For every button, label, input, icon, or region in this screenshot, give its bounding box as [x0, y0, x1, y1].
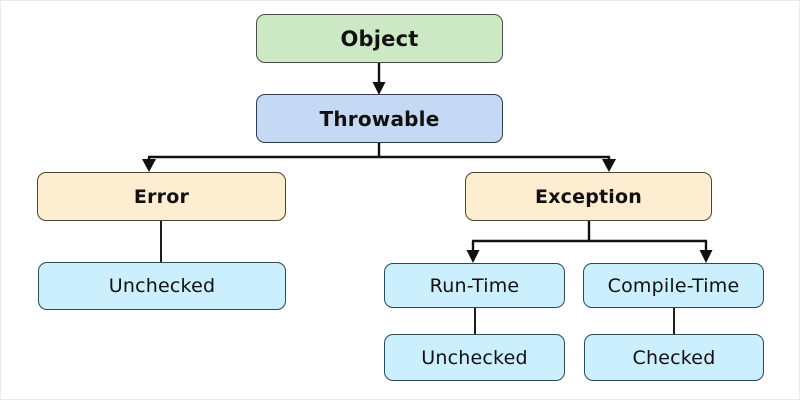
node-object[interactable]: Object — [256, 14, 503, 63]
arrow-head-compiletime — [699, 250, 713, 263]
node-error[interactable]: Error — [37, 172, 286, 221]
node-runtime[interactable]: Run-Time — [384, 263, 565, 308]
node-throwable[interactable]: Throwable — [256, 94, 503, 143]
arrow-head-exception — [602, 159, 616, 172]
node-error-unchecked[interactable]: Unchecked — [38, 262, 286, 310]
arrow-head-error — [142, 159, 156, 172]
arrow-head-runtime — [466, 250, 480, 263]
node-runtime-unchecked[interactable]: Unchecked — [384, 334, 565, 381]
node-compiletime-checked[interactable]: Checked — [584, 334, 764, 381]
node-exception[interactable]: Exception — [465, 172, 712, 221]
node-compiletime[interactable]: Compile-Time — [583, 263, 764, 308]
